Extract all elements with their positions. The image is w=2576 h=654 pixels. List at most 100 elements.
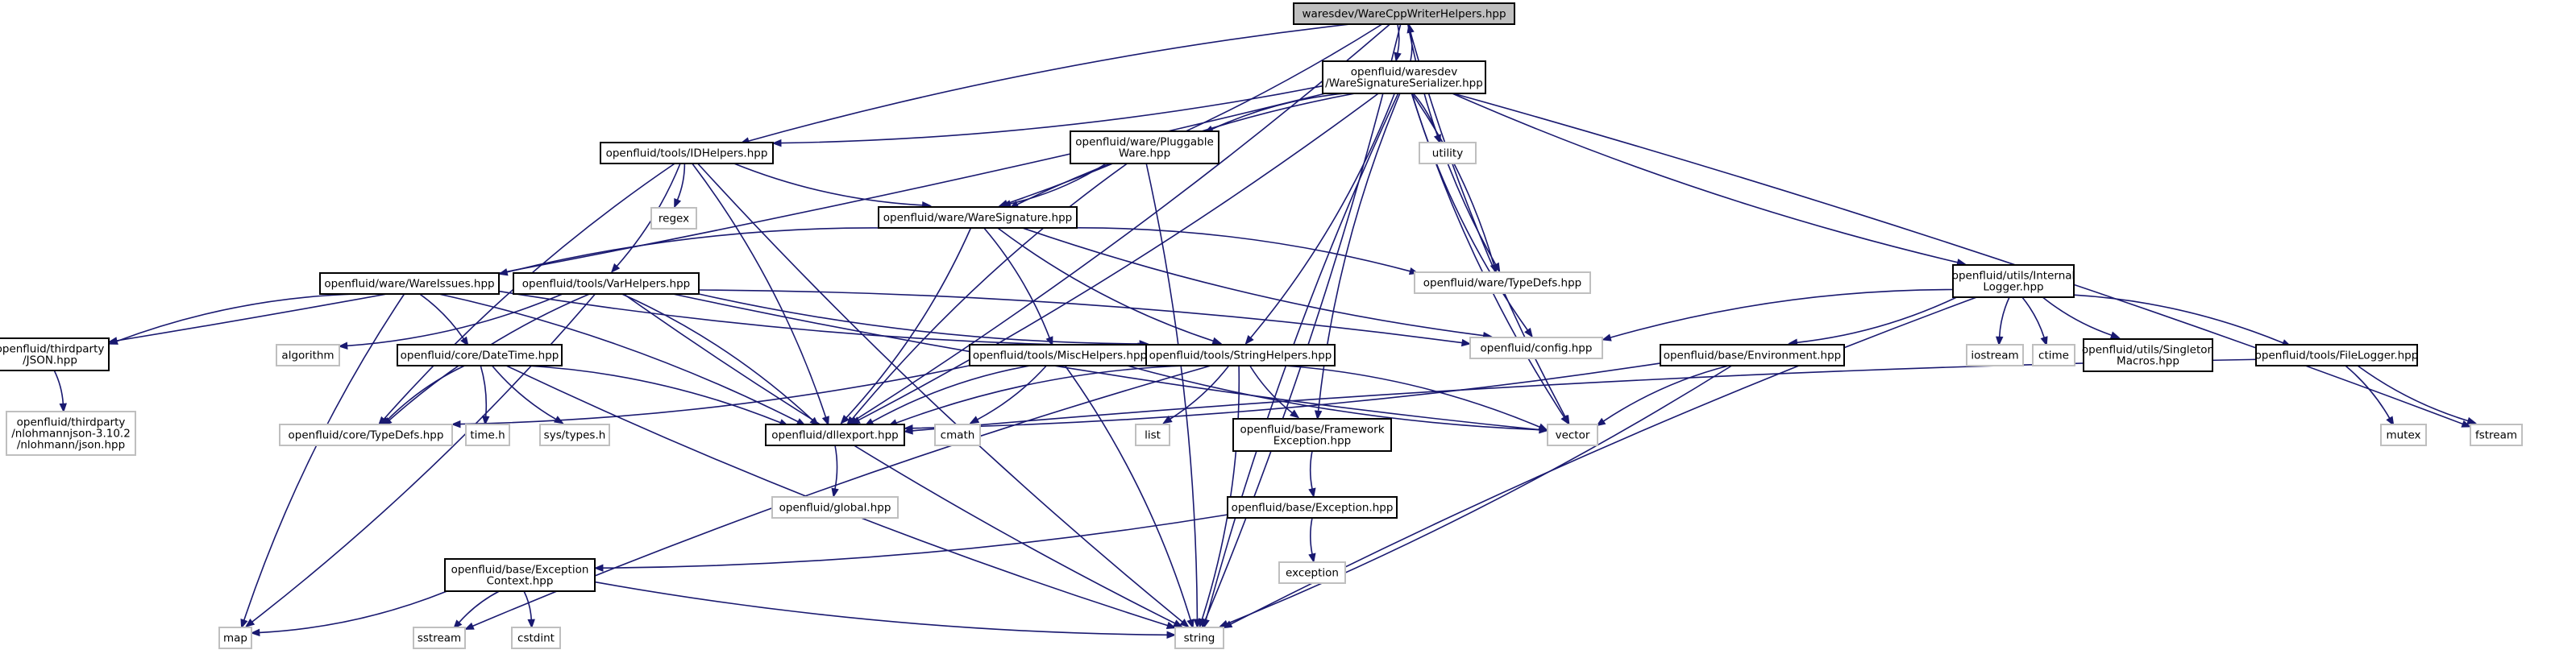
edge-ws-to-wi [497, 227, 888, 276]
edge-il-to-ctime [2021, 296, 2048, 346]
node-openfluid-ware-wareissues-hpp[interactable]: openfluid/ware/WareIssues.hpp [319, 272, 500, 295]
node-label: openfluid/thirdparty [0, 343, 104, 356]
edge-mh-to-ctd [451, 365, 970, 428]
node-layer: waresdev/WareCppWriterHelpers.hpp openflu… [0, 2, 2523, 649]
node-sstream: sstream [413, 627, 466, 649]
node-label: /WareSignatureSerializer.hpp [1325, 77, 1483, 90]
node-cmath: cmath [934, 424, 981, 446]
node-openfluid-global-hpp: openfluid/global.hpp [771, 496, 899, 519]
node-label: map [223, 632, 247, 645]
node-openfluid-waresdev-waresignatureserializer-hpp[interactable]: openfluid/waresdev/WareSignatureSerializ… [1322, 60, 1486, 94]
node-label: /nlohmannjson-3.10.2 [11, 428, 131, 441]
edge-wss-to-wtd [1411, 93, 1498, 274]
node-label: exception [1286, 567, 1339, 580]
node-cstdint: cstdint [511, 627, 561, 649]
edge-wi-to-dt [419, 293, 469, 347]
node-box [0, 337, 110, 371]
node-box [2032, 344, 2075, 366]
node-label: openfluid/tools/StringHelpers.hpp [1149, 350, 1332, 362]
edge-dll-to-global [831, 445, 839, 499]
node-box [1227, 496, 1398, 519]
node-box [934, 424, 981, 446]
node-openfluid-tools-filelogger-hpp[interactable]: openfluid/tools/FileLogger.hpp [2255, 344, 2419, 366]
node-box [444, 558, 596, 592]
edge-wi-to-map [240, 293, 405, 629]
node-mutex: mutex [2380, 424, 2427, 446]
node-label: openfluid/global.hpp [779, 502, 891, 515]
node-label: openfluid/tools/MiscHelpers.hpp [973, 350, 1147, 362]
node-box [279, 424, 453, 446]
node-openfluid-tools-varhelpers-hpp[interactable]: openfluid/tools/VarHelpers.hpp [513, 272, 700, 295]
node-label: openfluid/core/TypeDefs.hpp [289, 429, 444, 442]
node-box [513, 272, 700, 295]
node-box [771, 496, 899, 519]
node-label: openfluid/ware/WareIssues.hpp [324, 278, 494, 291]
node-label: Context.hpp [487, 575, 554, 588]
node-regex: regex [650, 207, 697, 230]
node-openfluid-tools-mischelpers-hpp[interactable]: openfluid/tools/MiscHelpers.hpp [969, 344, 1151, 366]
node-box [319, 272, 500, 295]
node-label: Logger.hpp [1983, 281, 2043, 294]
edge-wss-to-fstream [1452, 93, 2472, 428]
node-box [1145, 344, 1336, 366]
edge-wss-to-sh [1244, 93, 1395, 346]
node-box [397, 344, 563, 366]
edge-idh-to-regex [674, 163, 686, 209]
edge-sh-to-vector [1284, 365, 1548, 431]
node-box [465, 424, 510, 446]
node-algorithm: algorithm [276, 344, 340, 366]
edge-il-to-cfg [1602, 288, 1954, 341]
edge-fl-to-mutex [2345, 365, 2395, 427]
node-openfluid-tools-idhelpers-hpp[interactable]: openfluid/tools/IDHelpers.hpp [600, 142, 774, 164]
node-box [2380, 424, 2427, 446]
node-openfluid-base-environment-hpp[interactable]: openfluid/base/Environment.hpp [1660, 344, 1845, 366]
node-label: openfluid/base/Exception.hpp [1232, 502, 1394, 515]
node-waresdev-warecppwriterhelpers-hpp[interactable]: waresdev/WareCppWriterHelpers.hpp [1293, 2, 1515, 25]
edge-wss-to-idh [771, 85, 1323, 147]
edge-il-to-sm [2042, 296, 2121, 339]
node-label: openfluid/base/Framework [1240, 424, 1384, 437]
node-label: regex [659, 213, 689, 226]
edge-sh-to-fe [1249, 365, 1300, 419]
edge-ws-to-wtd [1062, 227, 1419, 275]
node-label: time.h [470, 429, 505, 442]
node-openfluid-ware-waresignature-hpp[interactable]: openfluid/ware/WareSignature.hpp [878, 206, 1078, 229]
node-label: /nlohmann/json.hpp [17, 439, 125, 452]
node-label: string [1184, 632, 1215, 645]
edge-mh-to-string [1064, 365, 1195, 629]
node-label: openfluid/utils/Singleton [2082, 344, 2214, 357]
node-exception: exception [1278, 561, 1346, 584]
node-label: cmath [941, 429, 975, 442]
node-utility: utility [1419, 142, 1477, 164]
node-openfluid-base-exception-hpp[interactable]: openfluid/base/Exception.hpp [1227, 496, 1398, 519]
node-box [1660, 344, 1845, 366]
node-label: waresdev/WareCppWriterHelpers.hpp [1302, 8, 1506, 21]
edge-root-to-wss [1394, 23, 1402, 63]
node-box [1322, 60, 1486, 94]
edge-layer [53, 23, 2477, 640]
edge-vh-to-cfg [698, 289, 1472, 347]
edge-il-to-env [1788, 296, 1957, 346]
edge-root-to-idh [739, 23, 1351, 145]
node-openfluid-thirdparty-json-hpp[interactable]: openfluid/thirdparty/JSON.hpp [0, 337, 110, 371]
node-string: string [1174, 627, 1224, 649]
edge-pw-to-dll [846, 163, 1128, 426]
node-label: Macros.hpp [2117, 355, 2179, 368]
node-openfluid-tools-stringhelpers-hpp[interactable]: openfluid/tools/StringHelpers.hpp [1145, 344, 1336, 366]
node-box [1966, 344, 2024, 366]
node-openfluid-core-datetime-hpp[interactable]: openfluid/core/DateTime.hpp [397, 344, 563, 366]
node-label: mutex [2386, 429, 2420, 442]
node-label: openfluid/tools/VarHelpers.hpp [522, 278, 690, 291]
node-openfluid-dllexport-hpp[interactable]: openfluid/dllexport.hpp [765, 424, 905, 446]
edge-sh-to-string [1198, 365, 1240, 628]
node-box [1547, 424, 1598, 446]
node-box [218, 627, 252, 649]
node-label: openfluid/ware/Pluggable [1075, 136, 1214, 149]
node-label: openfluid/ware/WareSignature.hpp [883, 212, 1072, 225]
node-fstream: fstream [2470, 424, 2523, 446]
